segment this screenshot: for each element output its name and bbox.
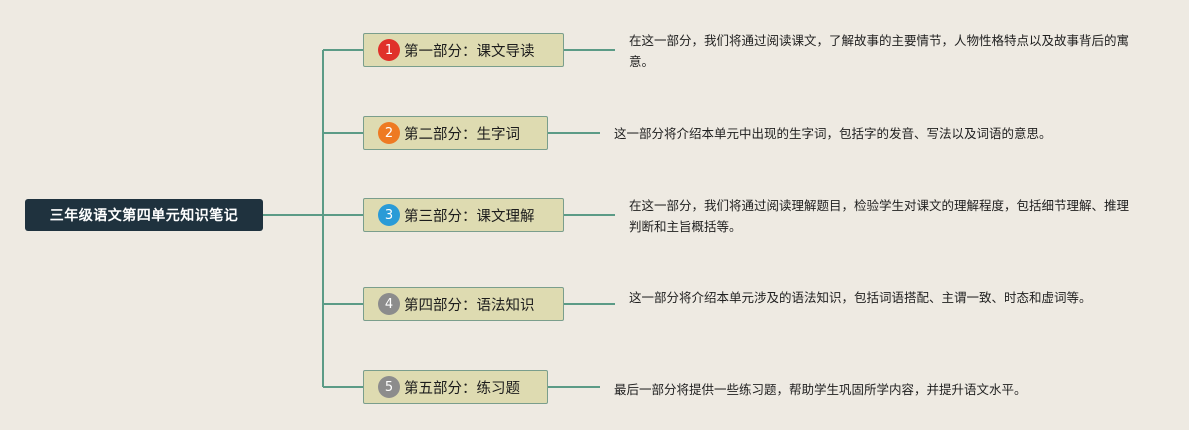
number-3-icon: 3 <box>378 204 400 226</box>
description-1[interactable]: 在这一部分，我们将通过阅读课文，了解故事的主要情节，人物性格特点以及故事背后的寓… <box>629 33 1130 69</box>
branch-topic-2[interactable]: 2 第二部分：生字词 <box>363 116 548 150</box>
description-2[interactable]: 这一部分将介绍本单元中出现的生字词，包括字的发音、写法以及词语的意思。 <box>614 126 1052 141</box>
number-4-icon: 4 <box>378 293 400 315</box>
description-4[interactable]: 这一部分将介绍本单元涉及的语法知识，包括词语搭配、主谓一致、时态和虚词等。 <box>629 290 1092 305</box>
branch-title-5: 第五部分：练习题 <box>404 380 520 397</box>
branch-topic-3[interactable]: 3 第三部分：课文理解 <box>363 198 564 232</box>
branch-title-3: 第三部分：课文理解 <box>404 208 535 225</box>
number-1-icon: 1 <box>378 39 400 61</box>
description-5[interactable]: 最后一部分将提供一些练习题，帮助学生巩固所学内容，并提升语文水平。 <box>614 382 1027 397</box>
description-3[interactable]: 在这一部分，我们将通过阅读理解题目，检验学生对课文的理解程度，包括细节理解、推理… <box>629 198 1130 234</box>
branch-title-1: 第一部分：课文导读 <box>404 43 535 60</box>
branch-topic-5[interactable]: 5 第五部分：练习题 <box>363 370 548 404</box>
root-topic[interactable]: 三年级语文第四单元知识笔记 <box>25 199 263 231</box>
number-5-icon: 5 <box>378 376 400 398</box>
branch-topic-4[interactable]: 4 第四部分：语法知识 <box>363 287 564 321</box>
branch-title-4: 第四部分：语法知识 <box>404 297 535 314</box>
branch-title-2: 第二部分：生字词 <box>404 126 520 143</box>
number-2-icon: 2 <box>378 122 400 144</box>
branch-topic-1[interactable]: 1 第一部分：课文导读 <box>363 33 564 67</box>
